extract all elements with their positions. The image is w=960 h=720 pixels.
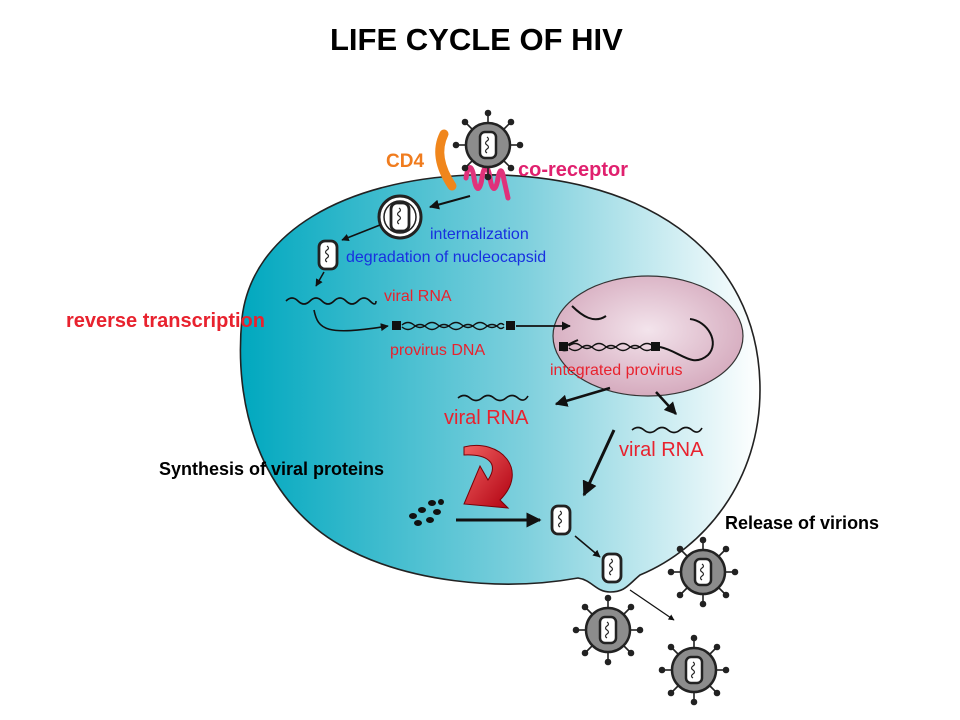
coreceptor-label: co-receptor [518,159,629,181]
arrow-release [629,589,675,621]
virion-binding [452,109,524,181]
viral-rna-label-1: viral RNA [384,288,452,305]
viral-rna-label-2: viral RNA [444,407,529,429]
arrow-entry [429,195,471,210]
synthesis-label: Synthesis of viral proteins [159,459,385,479]
cd4-receptor [435,129,457,191]
released-virion-2 [572,594,644,666]
provirus-dna-label: provirus DNA [390,342,486,359]
reverse-transcription-label: reverse transcription [66,310,265,332]
arrow-rna-to-assembly [582,429,616,497]
arrow-uncoating [315,271,325,287]
capsid-degrading [317,239,339,271]
viral-rna-strand [285,297,377,305]
degradation-label: degradation of nucleocapsid [346,249,547,266]
arrow-budding [574,535,601,558]
release-label: Release of virions [725,513,880,533]
translation-arrow [463,445,513,509]
released-virion-1 [667,536,739,608]
viral-protein-dots [409,499,444,526]
arrow-transcription-right [655,391,677,415]
arrow-internalization [341,224,381,242]
viral-rna-label-3: viral RNA [619,439,704,461]
provirus-dna [392,321,515,331]
internalization-label: internalization [430,226,529,243]
viral-rna-copy-left [457,394,529,402]
cd4-label: CD4 [386,151,425,172]
released-virion-3 [658,634,730,706]
arrow-transcription-left [554,386,611,407]
budding-capsid [601,552,623,584]
integrated-provirus [559,305,714,362]
viral-rna-copy-right [631,426,703,434]
assembling-capsid [550,504,572,536]
page-title: LIFE CYCLE OF HIV [330,22,623,57]
integrated-provirus-label: integrated provirus [550,362,683,379]
arrow-reverse-transcription [313,309,389,332]
internalized-virion [377,194,423,240]
nucleus [552,275,744,397]
